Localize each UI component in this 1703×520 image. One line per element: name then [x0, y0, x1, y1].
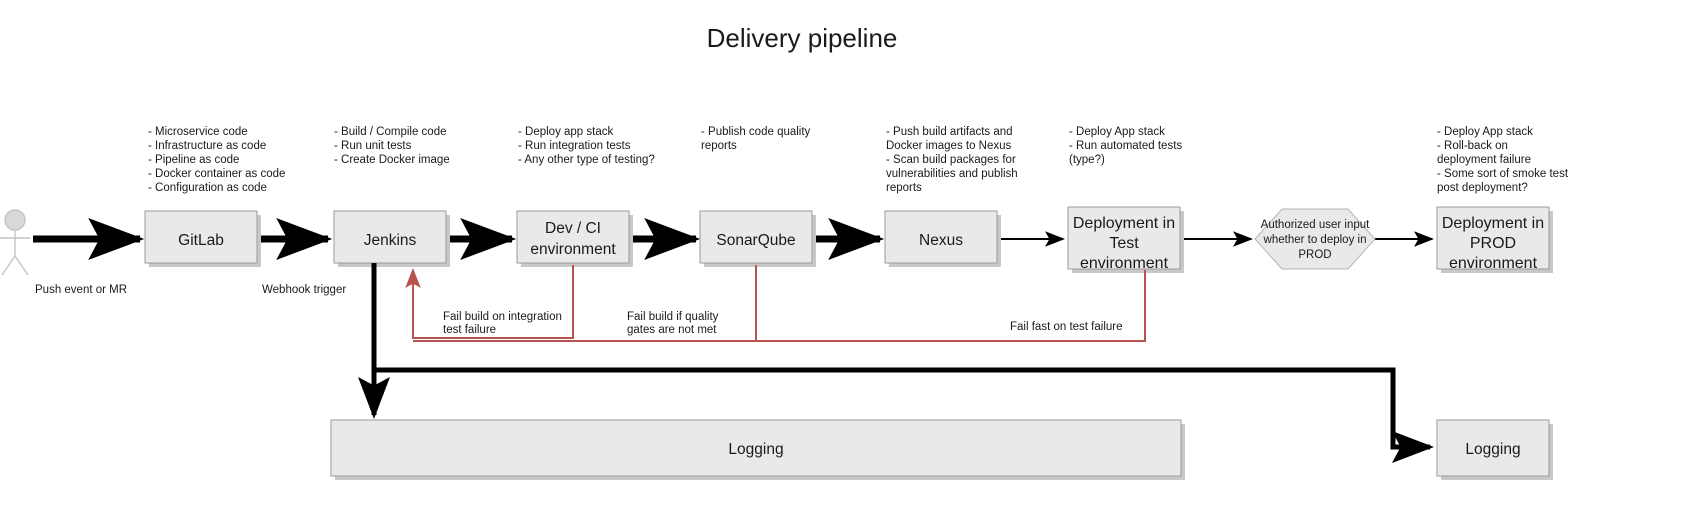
node-label-line1: Dev / CI — [545, 220, 601, 237]
decision-authorized-user-input[interactable]: Authorized user input whether to deploy … — [1254, 208, 1376, 270]
fail-label-integration-line1: Fail build on integration — [443, 311, 562, 323]
node-label-line1: Deployment in — [1442, 215, 1544, 232]
fail-label-integration-line2: test failure — [443, 324, 496, 336]
note-line: - Some sort of smoke test — [1437, 168, 1569, 180]
fail-label-quality-line2: gates are not met — [627, 324, 717, 336]
node-label: SonarQube — [716, 232, 795, 249]
node-box — [1436, 419, 1550, 477]
note-line: - Pipeline as code — [148, 154, 239, 166]
node-box — [699, 210, 813, 264]
decision-label-line2: whether to deploy in — [1263, 234, 1367, 246]
node-box — [333, 210, 447, 264]
note-line: - Any other type of testing? — [518, 154, 655, 166]
note-nexus: - Push build artifacts and Docker images… — [886, 126, 1018, 194]
note-line: - Deploy app stack — [518, 126, 613, 138]
note-line: - Configuration as code — [148, 182, 267, 194]
hexagon-shape — [1254, 208, 1376, 270]
node-label-line2: environment — [530, 241, 616, 258]
note-line: - Push build artifacts and — [886, 126, 1013, 138]
note-line: vulnerabilities and publish — [886, 168, 1018, 180]
node-label-line3: environment — [1080, 255, 1169, 272]
fail-path-integration-test — [405, 265, 574, 339]
note-line: - Docker container as code — [148, 168, 285, 180]
note-jenkins: - Build / Compile code - Run unit tests … — [334, 126, 450, 166]
note-line: - Deploy App stack — [1069, 126, 1165, 138]
node-label-line2: Test — [1109, 235, 1139, 252]
note-line: reports — [701, 140, 737, 152]
note-line: - Roll-back on — [1437, 140, 1508, 152]
node-box — [330, 419, 1182, 477]
note-line: - Microservice code — [148, 126, 248, 138]
decision-label-line3: PROD — [1298, 249, 1331, 261]
edge-label-webhook-trigger: Webhook trigger — [262, 284, 346, 296]
node-label: Logging — [728, 441, 783, 458]
node-logging-main[interactable]: Logging — [330, 419, 1185, 480]
node-label-line2: PROD — [1470, 235, 1516, 252]
page-title: Delivery pipeline — [707, 23, 898, 53]
note-line: Docker images to Nexus — [886, 140, 1012, 152]
note-line: - Run automated tests — [1069, 140, 1182, 152]
arrow-branch-to-logging-prod — [374, 367, 1435, 464]
node-label: Jenkins — [364, 232, 417, 249]
node-label-line3: environment — [1449, 255, 1538, 272]
note-line: - Build / Compile code — [334, 126, 447, 138]
note-line: reports — [886, 182, 922, 194]
note-gitlab: - Microservice code - Infrastructure as … — [148, 126, 285, 194]
node-jenkins[interactable]: Jenkins — [333, 210, 450, 267]
node-box — [1436, 206, 1550, 270]
actor-head-icon — [4, 209, 26, 231]
node-box — [884, 210, 998, 264]
node-label: Nexus — [919, 232, 963, 249]
note-line: - Run unit tests — [334, 140, 412, 152]
node-box — [144, 210, 258, 264]
note-deployment-in-test-environment: - Deploy App stack - Run automated tests… — [1069, 126, 1182, 166]
node-deployment-in-test-environment[interactable]: Deployment in Test environment — [1067, 206, 1184, 273]
note-line: (type?) — [1069, 154, 1105, 166]
node-logging-prod[interactable]: Logging — [1436, 419, 1553, 480]
note-line: deployment failure — [1437, 154, 1531, 166]
node-box — [1067, 206, 1181, 270]
note-sonarqube: - Publish code quality reports — [701, 126, 811, 152]
note-line: post deployment? — [1437, 182, 1528, 194]
note-line: - Scan build packages for — [886, 154, 1016, 166]
decision-label-line1: Authorized user input — [1261, 219, 1370, 231]
note-deployment-in-prod-environment: - Deploy App stack - Roll-back on deploy… — [1437, 126, 1569, 194]
node-dev-ci-environment[interactable]: Dev / CI environment — [516, 210, 633, 267]
fail-label-fail-fast: Fail fast on test failure — [1010, 321, 1123, 333]
edge-label-push-event: Push event or MR — [35, 284, 127, 296]
fail-label-quality-line1: Fail build if quality — [627, 311, 719, 323]
actor-leg-left — [1, 255, 16, 276]
node-deployment-in-prod-environment[interactable]: Deployment in PROD environment — [1436, 206, 1553, 273]
node-nexus[interactable]: Nexus — [884, 210, 1001, 267]
node-label-line1: Deployment in — [1073, 215, 1175, 232]
node-gitlab[interactable]: GitLab — [144, 210, 261, 267]
fail-path-test-failure — [756, 270, 1146, 342]
note-line: - Run integration tests — [518, 140, 631, 152]
developer-actor — [0, 209, 30, 276]
note-line: - Create Docker image — [334, 154, 450, 166]
note-line: - Infrastructure as code — [148, 140, 266, 152]
node-sonarqube[interactable]: SonarQube — [699, 210, 816, 267]
node-label: Logging — [1465, 441, 1520, 458]
note-dev-ci-environment: - Deploy app stack - Run integration tes… — [518, 126, 655, 166]
note-line: - Deploy App stack — [1437, 126, 1533, 138]
node-label: GitLab — [178, 232, 224, 249]
note-line: - Publish code quality — [701, 126, 811, 138]
actor-leg-right — [14, 255, 29, 276]
node-box — [516, 210, 630, 264]
